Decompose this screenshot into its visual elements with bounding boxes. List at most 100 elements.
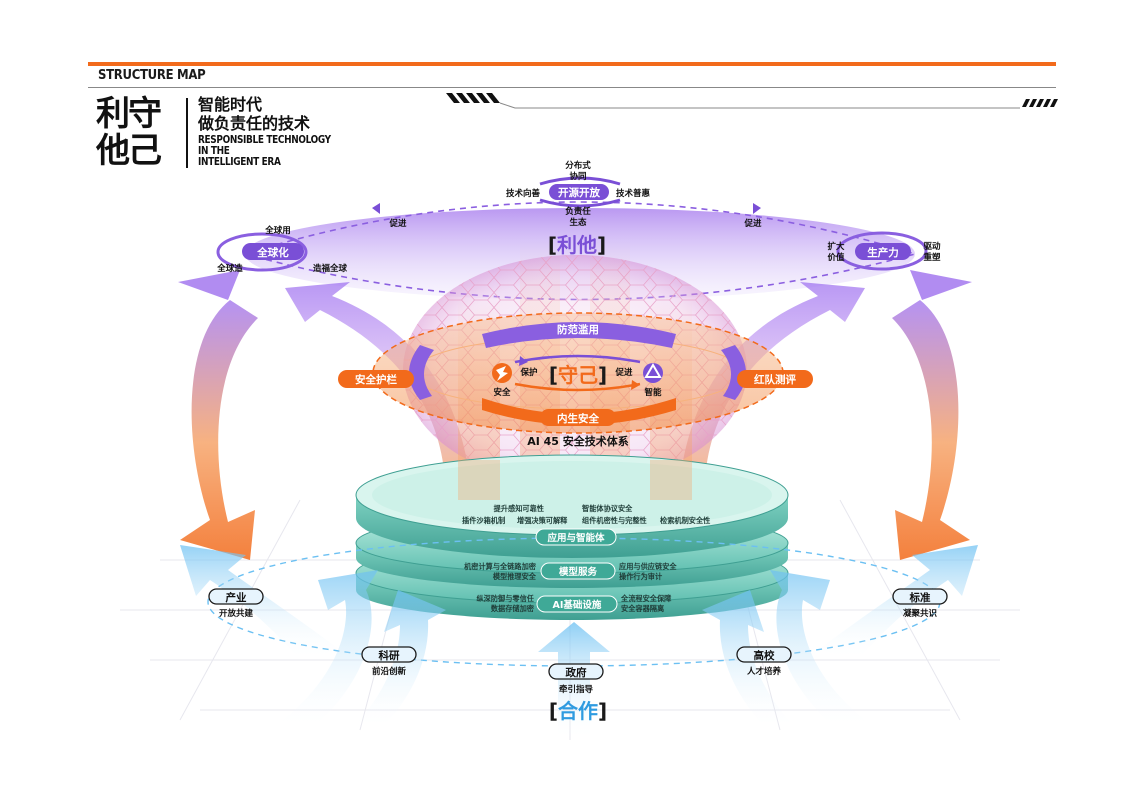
standard-label: 标准 [909, 591, 931, 604]
inner-loop-top [514, 354, 641, 364]
infra-layer-title: AI基础设施 [553, 599, 602, 611]
safety-icon-glyph [496, 366, 508, 381]
blue-arrow-center [538, 622, 610, 740]
prod-left-line1: 扩大 [827, 241, 845, 252]
right-of-badge: 技术普惠 [616, 188, 651, 199]
infra-detail-la: 纵深防御与零信任 [476, 594, 534, 603]
cooperation-title: [合作] [549, 699, 607, 723]
left-side-arc [409, 345, 434, 400]
infra-detail-rb: 安全容器隔离 [621, 604, 664, 613]
inner-loop-bottom [514, 382, 641, 392]
model-detail-la: 机密计算与全链路加密 [464, 562, 537, 571]
industry-sub: 开放共建 [219, 608, 254, 619]
blue-arrow-left-mid [270, 570, 378, 730]
big-title-line2: 他己 [96, 131, 162, 171]
altruism-title: [利他] [548, 233, 606, 257]
inner-loop-bottom-arrowhead [631, 380, 640, 390]
gov-label: 政府 [566, 666, 587, 679]
guard-right-label: 红队测评 [754, 373, 796, 386]
left-of-badge: 技术向善 [506, 188, 541, 199]
top-lens [245, 208, 915, 300]
global-left-label: 全球造 [216, 263, 243, 274]
promote-left-label: 促进 [388, 218, 407, 229]
app-detail-1b: 智能体协议安全 [582, 504, 633, 513]
app-detail-1a: 提升感知可靠性 [493, 504, 544, 513]
en-subtitle-line1: RESPONSIBLE TECHNOLOGY [198, 134, 331, 146]
model-detail-rb: 操作行为审计 [619, 572, 663, 581]
open-source-badge [539, 176, 621, 208]
self-discipline-title: [守己] [549, 363, 607, 387]
inherent-label: 内生安全 [557, 412, 599, 425]
app-layer-badge [535, 528, 617, 546]
university-label: 高校 [754, 649, 775, 662]
model-detail-lb: 模型推理安全 [493, 572, 537, 581]
research-label: 科研 [379, 649, 400, 662]
university-badge [736, 646, 792, 663]
title-divider [186, 98, 188, 168]
productivity-badge [836, 231, 928, 271]
header-hatch-right [1022, 99, 1058, 107]
header-top-rule [88, 62, 1056, 66]
infra-detail-ra: 全流程安全保障 [620, 594, 672, 603]
header-hatch-left [446, 93, 500, 103]
prod-right-line2: 重塑 [923, 252, 941, 263]
model-detail-ra: 应用与供应链安全 [619, 562, 677, 571]
right-top-arrowhead [910, 270, 972, 300]
prod-badge-label: 生产力 [867, 246, 899, 259]
below-badge-line2: 生态 [569, 217, 587, 228]
prevent-label: 防范滥用 [557, 323, 599, 336]
gov-badge [548, 663, 604, 680]
app-detail-2a: 插件沙箱机制 [462, 516, 505, 525]
global-top-label: 全球用 [264, 225, 291, 236]
research-badge [361, 646, 417, 663]
en-subtitle-line2: IN THE [198, 145, 230, 157]
guard-left-badge [338, 370, 414, 388]
gov-sub: 牵引指导 [559, 684, 594, 695]
app-detail-2b: 增强决策可解释 [517, 516, 568, 525]
prod-left-line2: 价值 [827, 252, 845, 263]
app-detail-2c: 组件机密性与完整性 [582, 516, 647, 525]
open-source-badge-label: 开源开放 [558, 186, 600, 199]
above-badge-line2: 协同 [569, 171, 586, 182]
promote-mid-label: 促进 [614, 367, 633, 378]
system-title: AI 45 安全技术体系 [527, 434, 629, 448]
promote-left-arrowhead [372, 203, 380, 214]
header-deco-line [499, 102, 1020, 109]
standard-badge [892, 588, 948, 605]
prevent-arc [482, 322, 676, 348]
inherent-badge [540, 409, 616, 426]
cn-subtitle-line2: 做负责任的技术 [198, 114, 311, 133]
global-badge [216, 232, 308, 272]
big-title-line1: 利守 [96, 94, 162, 134]
above-badge-line1: 分布式 [565, 160, 591, 171]
standard-sub: 凝聚共识 [903, 608, 938, 619]
inner-loop-top-arrowhead [519, 356, 528, 366]
below-badge-line1: 负责任 [565, 206, 591, 217]
guard-left-label: 安全护栏 [355, 373, 397, 386]
top-lens-dashed-outline [242, 201, 918, 301]
global-right-label: 造福全球 [313, 263, 348, 274]
intelligence-icon-glyph [644, 363, 662, 378]
structure-map-label: STRUCTURE MAP [98, 68, 206, 83]
model-layer-badge [540, 562, 616, 580]
safety-label: 安全 [493, 387, 511, 398]
inherent-arc-outer [482, 398, 676, 425]
prod-right-line1: 驱动 [923, 241, 941, 252]
university-sub: 人才培养 [747, 666, 782, 677]
industry-badge [208, 588, 264, 605]
promote-right-label: 促进 [743, 218, 762, 229]
cn-subtitle-line1: 智能时代 [198, 95, 263, 114]
header-thin-rule [88, 87, 1056, 88]
research-sub: 前沿创新 [372, 666, 407, 677]
promote-right-arrowhead [753, 203, 761, 214]
en-subtitle-line3: INTELLIGENT ERA [198, 156, 281, 168]
right-big-arrow [892, 300, 970, 560]
intelligence-label: 智能 [643, 387, 662, 398]
guard-right-badge [737, 370, 813, 388]
left-big-arrow [180, 300, 258, 560]
app-layer-title: 应用与智能体 [547, 532, 605, 544]
infra-layer-badge [536, 595, 618, 613]
left-top-arrowhead [178, 270, 240, 300]
infra-detail-lb: 数据存储加密 [491, 604, 535, 613]
